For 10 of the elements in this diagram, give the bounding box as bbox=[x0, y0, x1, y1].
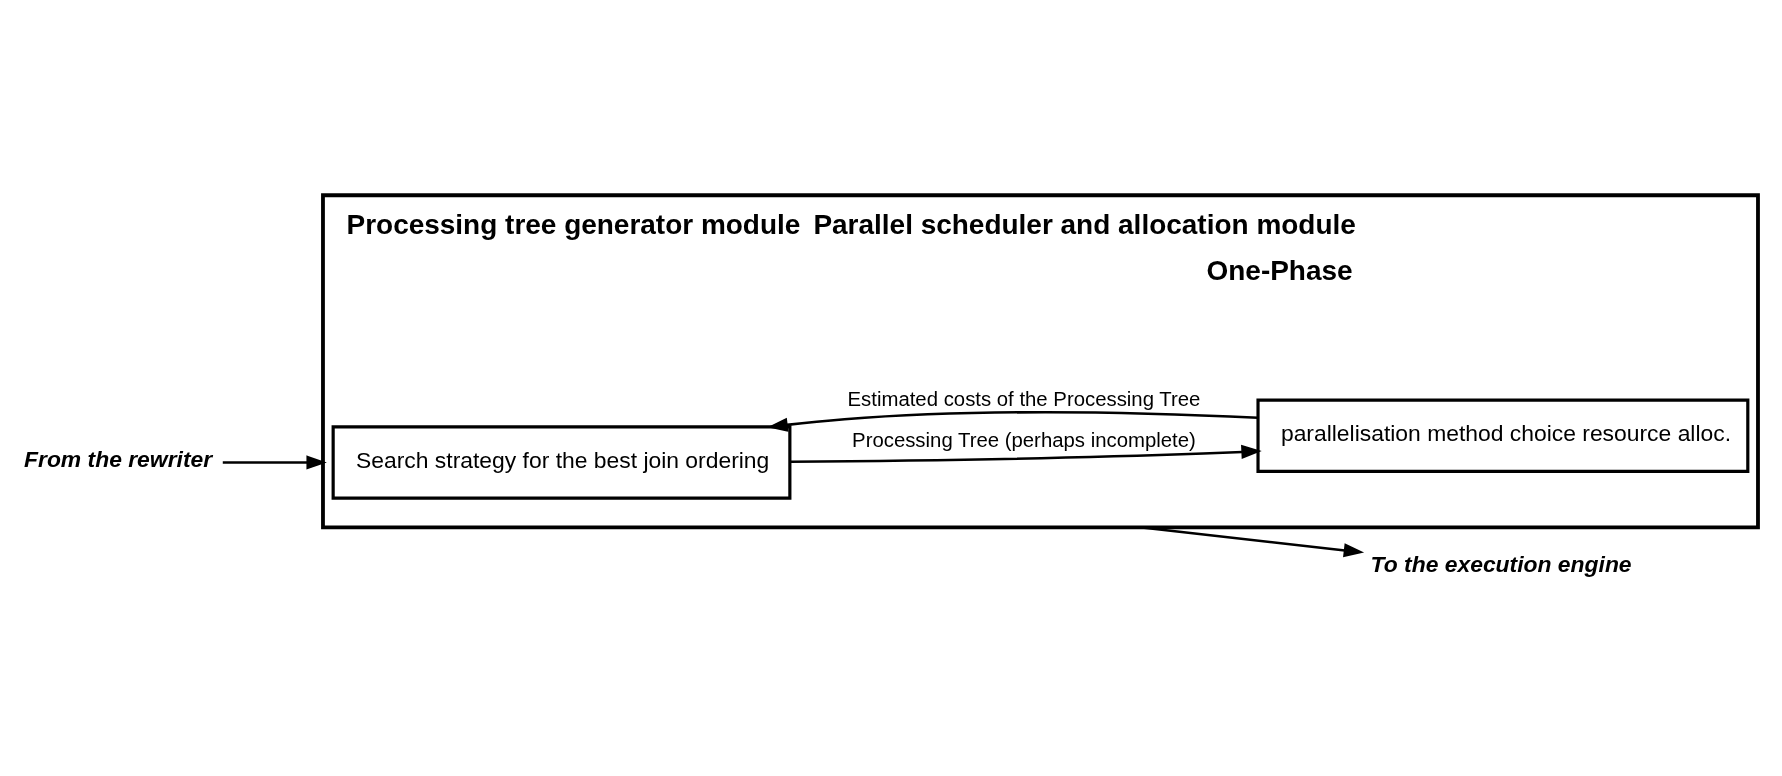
arrow bbox=[789, 444, 1262, 464]
arrow bbox=[767, 411, 1258, 432]
edge-label: Processing Tree (perhaps incomplete) bbox=[852, 428, 1196, 451]
arrow bbox=[1139, 526, 1365, 558]
node-box: parallelisation method choice resource alloc. bbox=[1256, 398, 1750, 473]
arrow bbox=[222, 455, 327, 470]
node-text: From the rewriter bbox=[24, 445, 213, 472]
node-box: Search strategy for the best join ordering bbox=[331, 425, 792, 500]
edge-label: Estimated costs of the Processing Tree bbox=[847, 388, 1201, 411]
node-text: To the execution engine bbox=[1370, 551, 1632, 578]
